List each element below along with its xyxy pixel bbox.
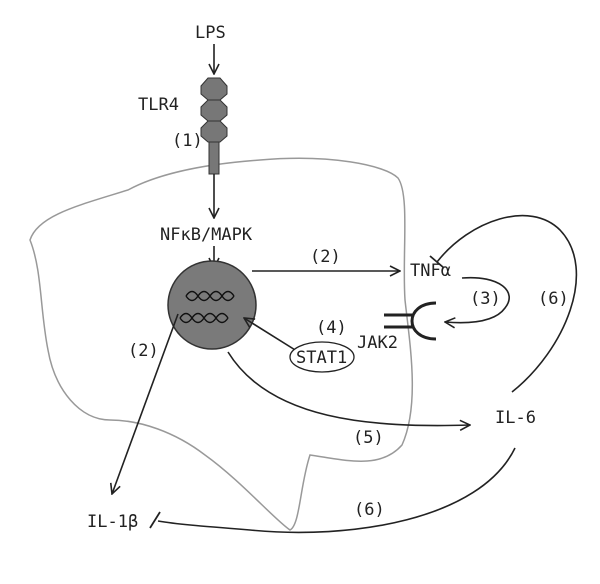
- il1b-inhibition-bar: [149, 511, 161, 529]
- dna-helix-top: [185, 290, 235, 302]
- il1b-label: IL-1β: [87, 512, 138, 532]
- il6-inhibits-il1b-curve: [157, 447, 516, 534]
- tnf-inhibition-bar: [429, 255, 445, 269]
- nucleus-to-il1b-arrow: [112, 313, 179, 494]
- step-2-tnf-label: (2): [310, 247, 341, 267]
- tlr4-label: TLR4: [138, 95, 179, 115]
- tnf-alpha-label: TNFα: [410, 261, 451, 281]
- step-5-label: (5): [353, 428, 384, 448]
- jak2-label: JAK2: [357, 333, 398, 353]
- lps-label: LPS: [195, 23, 226, 43]
- autocrine-loop-arrow: [445, 276, 510, 323]
- tlr4-receptor: [200, 77, 228, 175]
- dna-helix-bottom: [179, 312, 229, 324]
- step-1-label: (1): [172, 131, 203, 151]
- step-6-tnf-label: (6): [538, 289, 569, 309]
- stat1-label: STAT1: [296, 348, 347, 368]
- tnf-receptor: [384, 301, 437, 341]
- il6-inhibits-tnf-curve: [436, 214, 578, 393]
- step-4-label: (4): [316, 318, 347, 338]
- nucleus-to-il6-arrow: [227, 351, 470, 426]
- step-6-il1b-label: (6): [354, 500, 385, 520]
- cell-membrane: [29, 157, 414, 531]
- nucleus: [167, 260, 257, 350]
- step-3-label: (3): [470, 289, 501, 309]
- stat1-to-nucleus-arrow: [244, 318, 301, 354]
- stat1-ellipse: [289, 341, 355, 373]
- step-2-il1b-label: (2): [128, 341, 159, 361]
- il6-label: IL-6: [495, 408, 536, 428]
- nfkb-mapk-label: NFκB/MAPK: [160, 225, 253, 245]
